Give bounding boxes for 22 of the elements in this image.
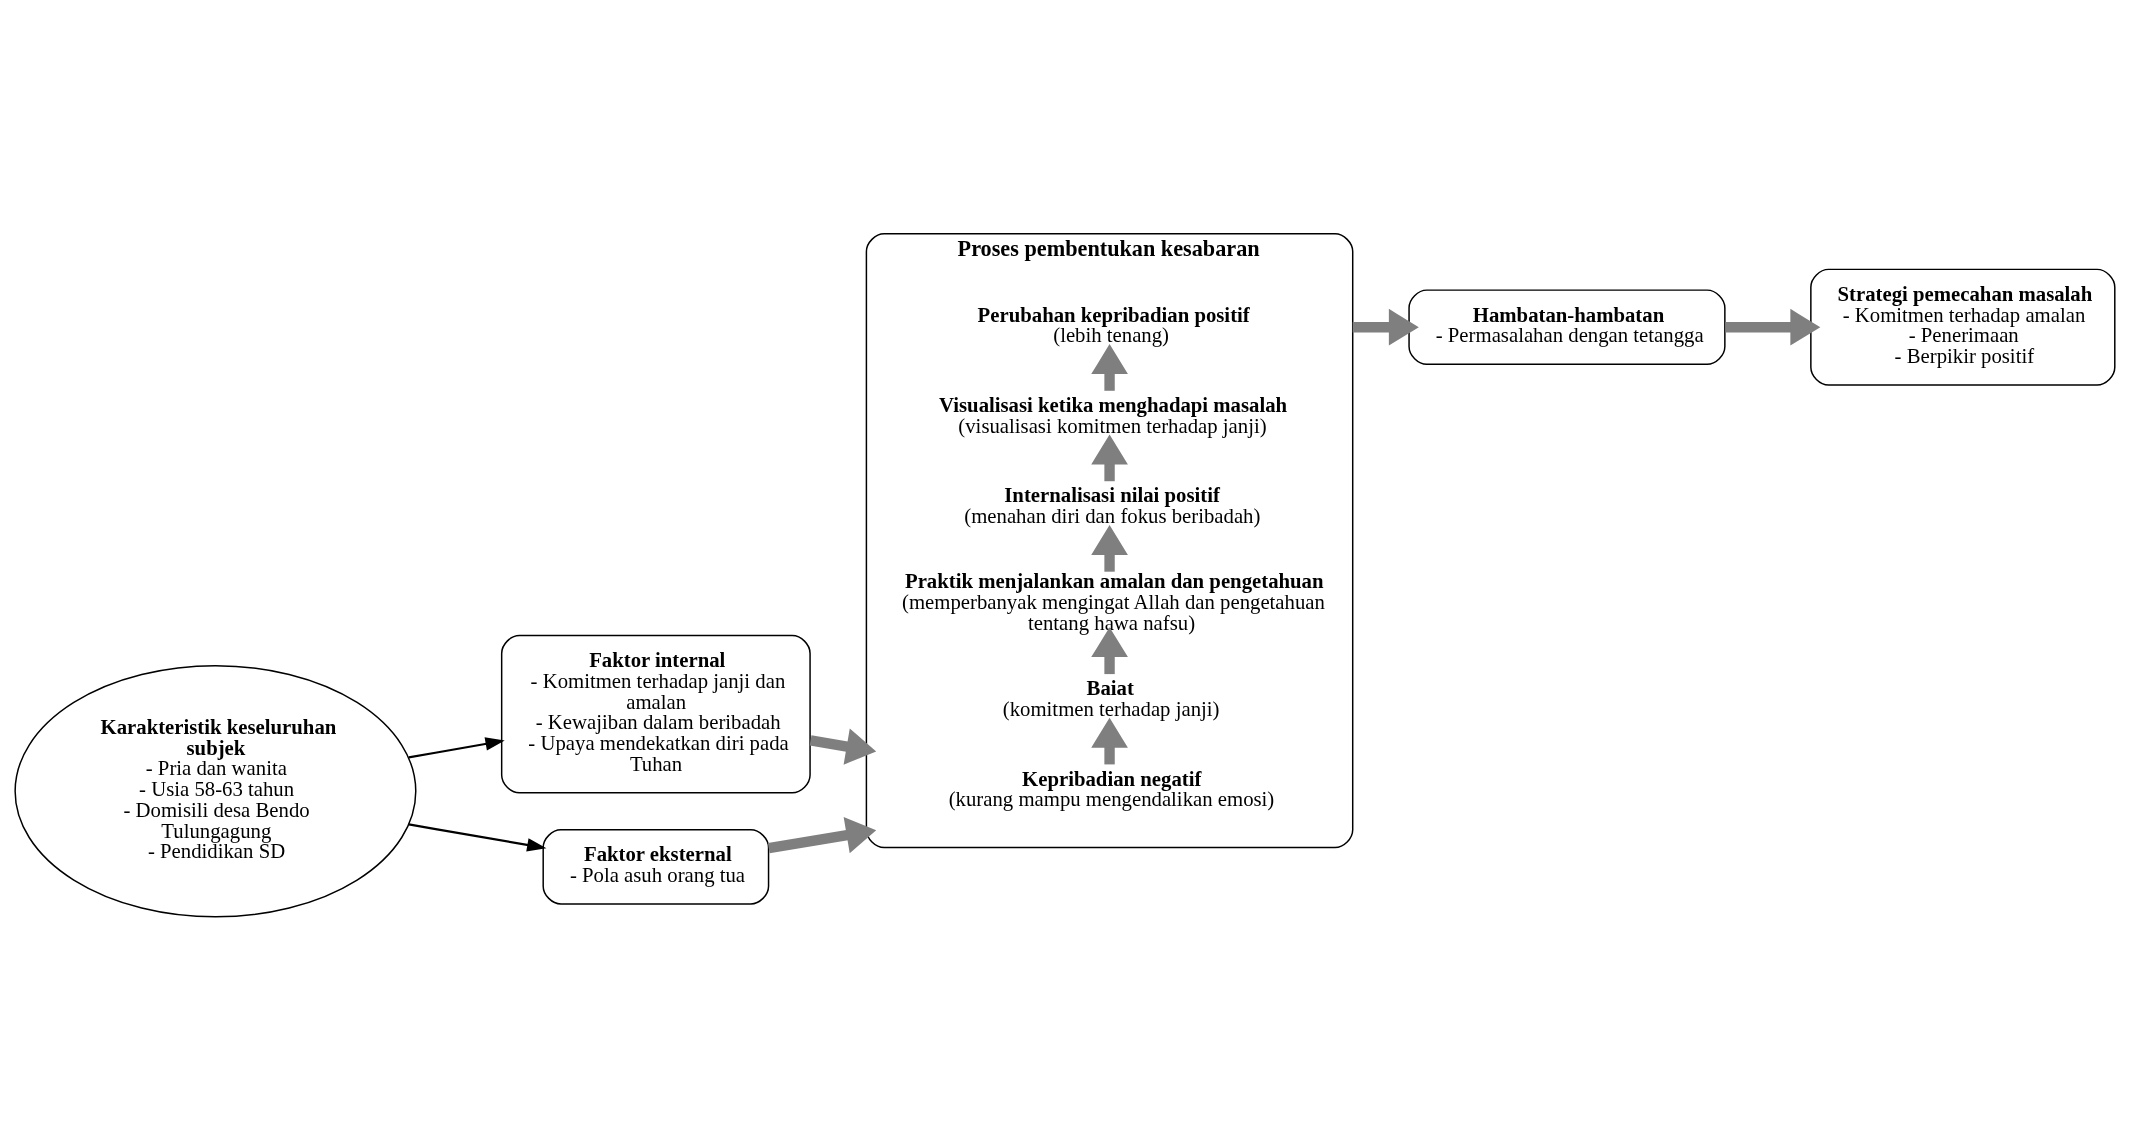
node-box: Strategi pemecahan masalah - Komitmen terhadap amalan - Penerimaan - Berpikir positif [1810,268,2116,386]
arrow [1725,308,1821,346]
node-text: Perubahan kepribadian positif (lebih tenang) [977,303,1250,347]
arrow [1091,434,1128,482]
node-box: Faktor eksternal - Pola asuh orang tua [542,829,770,905]
arrow [767,817,877,854]
node-text: Internalisasi nilai positif (menahan diri dan fokus beribadah) [964,484,1261,528]
arrow [1091,525,1128,572]
arrow [1091,717,1128,765]
node-text: Visualisasi ketika menghadapi masalah (visualisasi komitmen terhadap janji) [939,394,1288,437]
arrow [408,737,505,759]
node-text: Praktik menjalankan amalan dan pengetahuan (memperbanyak mengingat Allah dan pengetahuan tentang hawa nafsu) [901,570,1325,634]
node-ellipse: Karakteristik keseluruhan subjek - Pria dan wanita - Usia 58-63 tahun - Domisili desa Bendo Tulungagung - Pendidikan SD [14,664,417,918]
arrow [1091,344,1128,391]
node-box: Hambatan-hambatan - Permasalahan dengan tetangga [1408,289,1726,365]
node-text: Baiat (komitmen terhadap janji) [1002,677,1220,720]
arrow [408,823,547,852]
arrow [1091,627,1128,675]
arrow [809,728,877,765]
node-box: Faktor internal - Komitmen terhadap janji dan amalan - Kewajiban dalam beribadah - Upaya mendekatkan diri pada Tuhan [500,634,811,794]
node-text: Kepribadian negatif (kurang mampu mengendalikan emosi) [948,767,1275,811]
arrow [1352,308,1419,346]
